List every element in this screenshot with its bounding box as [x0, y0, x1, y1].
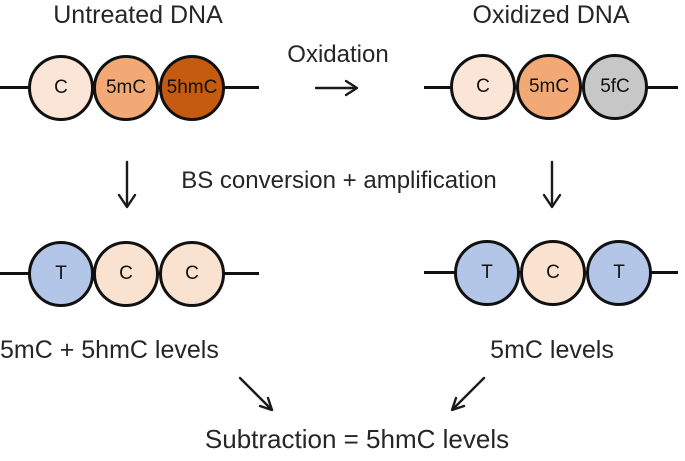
base-label: 5mC	[528, 76, 570, 97]
base-circle-c: C	[93, 241, 159, 307]
base-circle-c: C	[520, 240, 586, 306]
base-label: C	[185, 263, 199, 284]
base-label: C	[476, 76, 490, 97]
base-circle-t: T	[28, 241, 94, 307]
right-levels-caption: 5mC levels	[490, 336, 614, 364]
subtraction-arrow-right	[450, 376, 486, 412]
bs-down-arrow-left	[117, 160, 137, 209]
base-circle-5hmc: 5hmC	[159, 55, 225, 121]
base-label: C	[54, 77, 68, 98]
subtraction-result-label: Subtraction = 5hmC levels	[204, 424, 510, 454]
base-circle-5fc: 5fC	[582, 54, 648, 120]
bs-conversion-label: BS conversion + amplification	[181, 167, 497, 194]
base-label: C	[119, 263, 133, 284]
base-label: T	[481, 262, 493, 283]
base-label: 5fC	[600, 76, 630, 97]
base-label: 5hmC	[166, 77, 218, 98]
base-label: T	[613, 262, 625, 283]
base-label: C	[546, 262, 560, 283]
base-label: 5mC	[105, 77, 147, 98]
untreated-dna-title: Untreated DNA	[53, 1, 223, 29]
base-circle-c: C	[159, 241, 225, 307]
oxidation-label: Oxidation	[287, 41, 389, 68]
bs-down-arrow-right	[542, 160, 562, 209]
left-levels-caption: 5mC + 5hmC levels	[0, 336, 219, 364]
base-circle-t: T	[586, 240, 652, 306]
base-circle-t: T	[454, 240, 520, 306]
oxidized-dna-title: Oxidized DNA	[472, 1, 630, 29]
base-circle-5mc: 5mC	[93, 55, 159, 121]
subtraction-arrow-left	[238, 376, 274, 412]
base-label: T	[55, 263, 67, 284]
base-circle-c: C	[450, 54, 516, 120]
base-circle-c: C	[28, 55, 94, 121]
base-circle-5mc: 5mC	[516, 54, 582, 120]
oxidation-right-arrow	[314, 79, 359, 97]
